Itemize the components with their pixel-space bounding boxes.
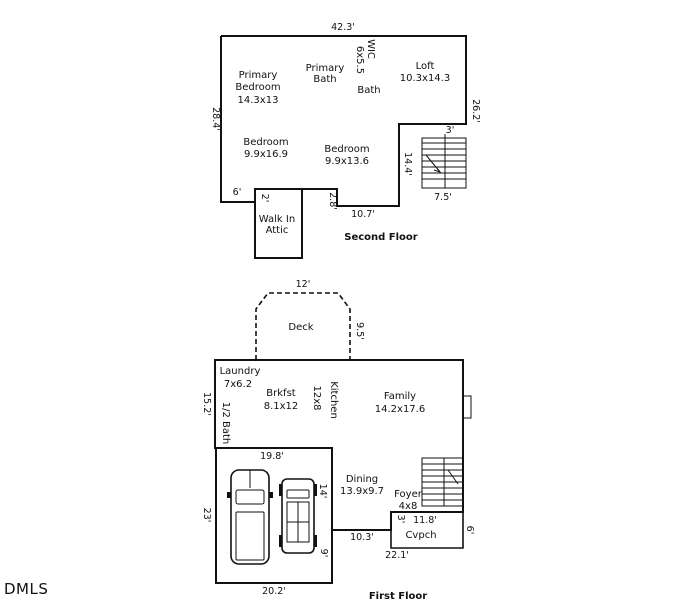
dim-bottom-total: 22.1' — [385, 550, 409, 561]
dim-deck-side: 9.5' — [354, 322, 365, 340]
label-primary-bedroom-1: Primary — [239, 70, 278, 81]
label-primary-bath-2: Bath — [313, 74, 336, 85]
dim-bottom-left: 6' — [233, 187, 242, 198]
dim-garage-side: 14' — [317, 484, 328, 499]
dim-left: 28.4' — [210, 107, 221, 131]
label-walk-in-attic-2: Attic — [266, 225, 289, 236]
label-dining: Dining — [346, 474, 378, 485]
label-walk-in-attic-1: Walk In — [259, 214, 295, 225]
dim-bottom-mid: 10.7' — [351, 209, 375, 220]
dim-top: 42.3' — [331, 22, 355, 33]
label-deck: Deck — [288, 322, 313, 333]
label-kitchen-size: 12x8 — [311, 385, 322, 410]
label-wic-size: 6x5.5 — [354, 46, 365, 74]
label-primary-bedroom-2: Bedroom — [235, 82, 280, 93]
label-laundry-size: 7x6.2 — [224, 379, 252, 390]
first-floor: 12' 9.5' 15.2' 19.8' 23' 20.2' 14' 9' 3'… — [201, 279, 475, 602]
second-floor-title: Second Floor — [344, 232, 418, 243]
dim-garage-top: 19.8' — [260, 451, 284, 462]
dim-porch-width: 11.8' — [413, 515, 437, 526]
label-loft-size: 10.3x14.3 — [400, 73, 450, 84]
dim-garage-left: 23' — [201, 508, 212, 523]
dim-bottom-mid: 10.3' — [350, 532, 374, 543]
covered-porch-outline — [390, 512, 464, 549]
jeep-icon — [279, 478, 317, 554]
label-family-size: 14.2x17.6 — [375, 404, 425, 415]
first-floor-title: First Floor — [369, 591, 427, 602]
dim-stair-top: 3' — [446, 125, 455, 136]
label-half-bath: 1/2 Bath — [220, 402, 231, 445]
deck-outline — [255, 292, 351, 360]
mls-logo: DMLS — [4, 580, 48, 598]
dim-porch-depth: 6' — [464, 526, 475, 535]
dim-left: 15.2' — [201, 392, 212, 416]
label-primary-bedroom-size: 14.3x13 — [238, 95, 279, 106]
label-brkfst-size: 8.1x12 — [264, 401, 299, 412]
label-kitchen: Kitchen — [328, 381, 339, 419]
first-floor-stair — [421, 457, 464, 507]
label-wic: WIC — [365, 39, 376, 59]
dim-right: 26.2' — [470, 99, 481, 123]
label-dining-size: 13.9x9.7 — [340, 486, 384, 497]
label-bath: Bath — [357, 85, 380, 96]
label-cvpch: Cvpch — [405, 530, 436, 541]
garage-outline — [215, 447, 333, 584]
label-bedroom-mid: Bedroom — [324, 144, 369, 155]
label-primary-bath-1: Primary — [306, 63, 345, 74]
label-bedroom-left: Bedroom — [243, 137, 288, 148]
label-laundry: Laundry — [220, 366, 261, 377]
fireplace — [462, 395, 472, 419]
dim-stair-bottom: 7.5' — [434, 192, 452, 203]
label-foyer: Foyer — [394, 489, 423, 500]
truck-icon — [227, 469, 273, 565]
label-loft: Loft — [416, 61, 435, 72]
dim-porch-small: 3' — [395, 515, 406, 524]
dim-deck-top: 12' — [296, 279, 311, 290]
second-floor: 42.3' 28.4' 26.2' 3' 14.4' 7.5' 6' 2' 2.… — [210, 22, 481, 259]
dim-stair-side: 14.4' — [402, 152, 413, 176]
label-bedroom-mid-size: 9.9x13.6 — [325, 156, 369, 167]
label-brkfst: Brkfst — [266, 388, 295, 399]
dim-garage-bottom: 20.2' — [262, 586, 286, 597]
dim-attic-right: 2.8' — [327, 192, 338, 210]
label-foyer-size: 4x8 — [399, 501, 418, 512]
second-floor-stair — [421, 134, 467, 189]
walk-in-attic-outline — [254, 188, 303, 259]
dim-attic-left: 2' — [259, 194, 270, 203]
label-family: Family — [384, 391, 416, 402]
label-bedroom-left-size: 9.9x16.9 — [244, 149, 288, 160]
dim-garage-side-small: 9' — [318, 549, 329, 558]
